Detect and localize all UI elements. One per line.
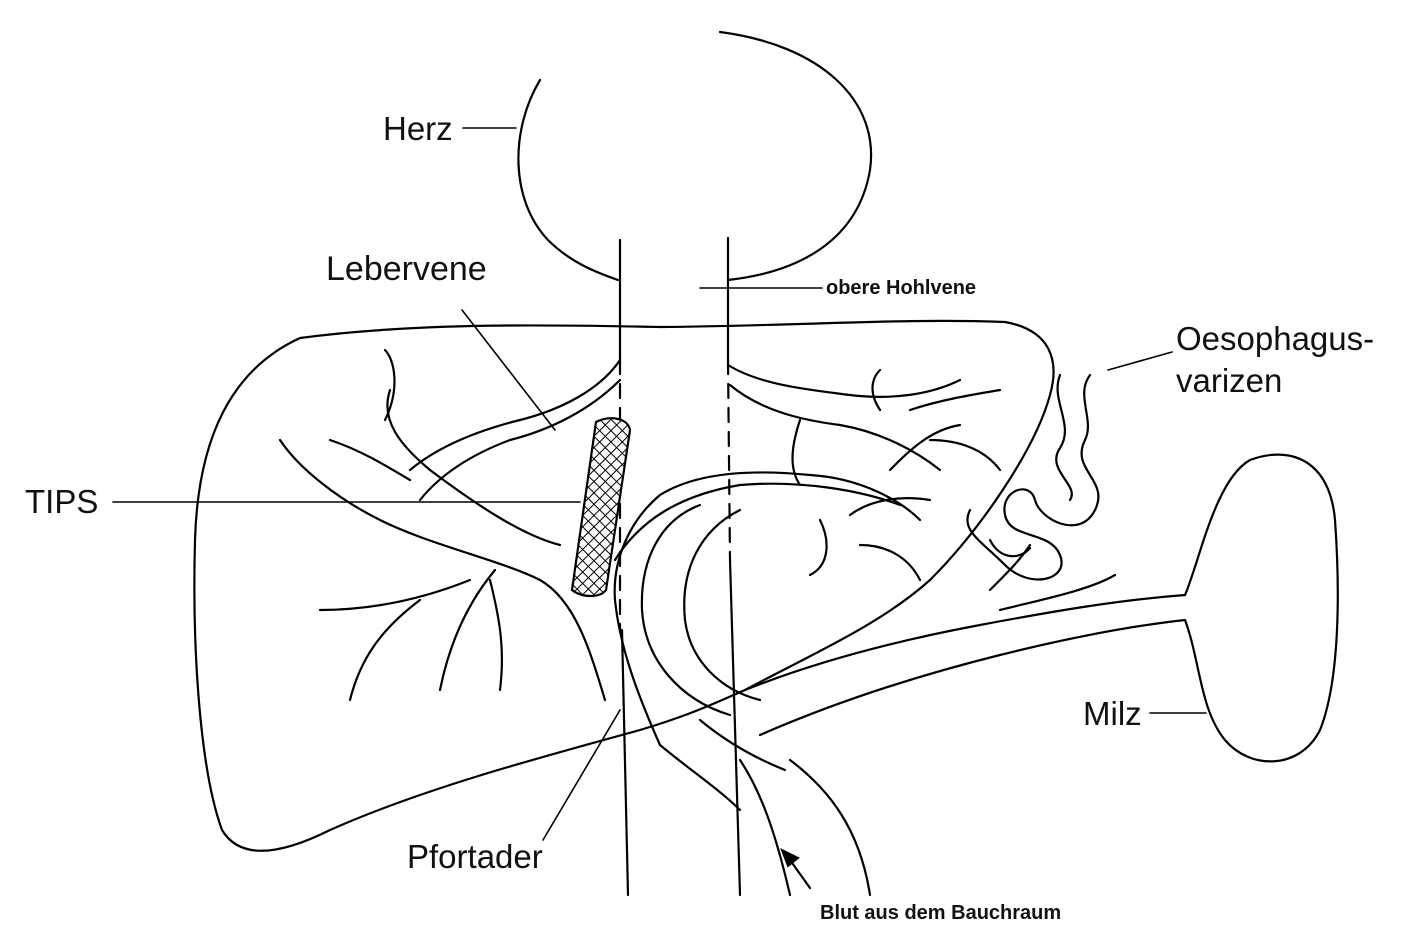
portal-central-loop <box>642 505 760 715</box>
splenic-vein <box>740 595 1185 895</box>
blood-flow-arrow <box>790 860 810 888</box>
portal-right-branches <box>320 350 502 700</box>
lebervene-leader <box>462 310 555 430</box>
label-lebervene: Lebervene <box>326 252 487 286</box>
tips-stent <box>572 418 630 596</box>
blood-flow-arrowhead <box>782 850 798 866</box>
label-obere-hohlvene: obere Hohlvene <box>826 278 976 298</box>
label-oesophagusvarizen: Oesophagus- varizen <box>1176 318 1374 402</box>
pfortader-leader <box>543 710 620 840</box>
vena-cava-dashed-inside-liver <box>620 360 730 630</box>
label-herz: Herz <box>383 112 453 145</box>
vena-cava-right-wall <box>728 238 740 895</box>
label-pfortader: Pfortader <box>407 840 543 873</box>
label-oesophagus-line2: varizen <box>1176 360 1374 402</box>
label-blut-aus-dem-bauchraum: Blut aus dem Bauchraum <box>820 903 1061 923</box>
portal-left-branches <box>810 370 1000 580</box>
label-tips: TIPS <box>25 485 98 518</box>
vena-cava-left-wall <box>620 240 628 895</box>
esophageal-varices <box>967 375 1098 579</box>
mesenteric-vein <box>660 720 785 810</box>
label-milz: Milz <box>1083 697 1142 730</box>
oesophagus-leader <box>1108 352 1172 370</box>
heart-outline <box>518 32 871 280</box>
label-oesophagus-line1: Oesophagus- <box>1176 318 1374 360</box>
hepatic-vein-right <box>728 365 960 485</box>
spleen-outline <box>1185 455 1338 762</box>
liver-outline <box>194 321 1053 851</box>
portal-vein-upper-branch <box>387 390 900 560</box>
